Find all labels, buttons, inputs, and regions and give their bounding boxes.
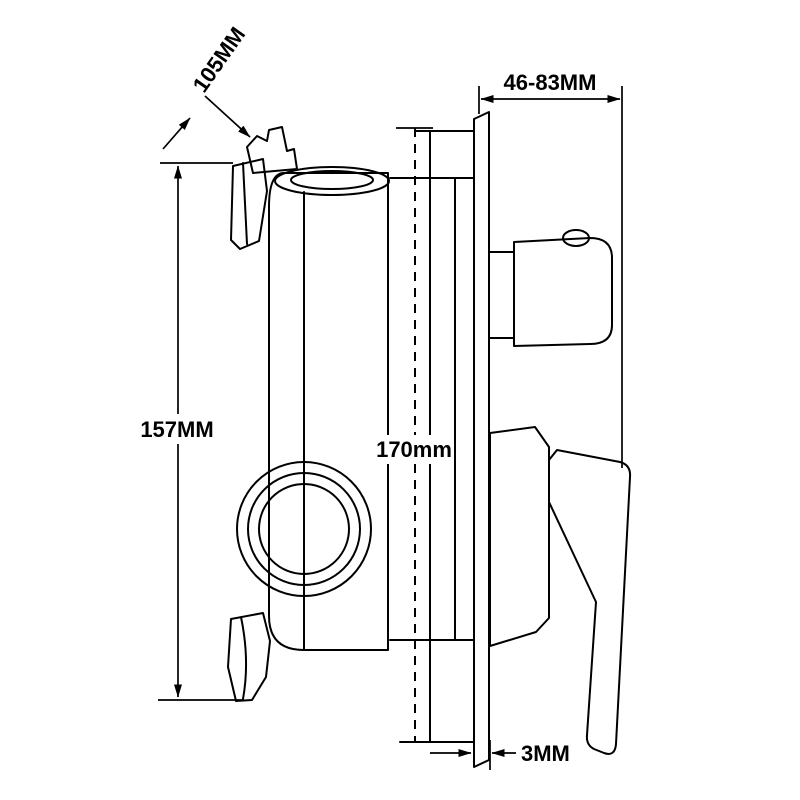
dim-105-leader (204, 95, 251, 138)
mounting-bracket (230, 158, 268, 250)
handle-lever (548, 449, 632, 755)
dim-170-label: 170mm (376, 437, 452, 462)
dim-diagonal-105: 105MM (162, 22, 251, 150)
dim-157-label: 157MM (140, 417, 213, 442)
top-flange-inner-ellipse (290, 170, 374, 190)
dim-105-label: 105MM (188, 22, 251, 96)
handle-base (489, 426, 550, 647)
dimension-annotations: 105MM 46-83MM 157MM 170mm (140, 22, 623, 770)
mounting-foot (227, 612, 271, 702)
dim-157-label-mask (147, 414, 208, 444)
dim-thickness-3: 3MM (430, 740, 570, 770)
inlet-port-middle (247, 472, 361, 586)
top-lever (246, 126, 298, 174)
inlet-port-outer (236, 461, 372, 597)
dim-depth-label: 46-83MM (504, 70, 597, 95)
valve-drawing (227, 111, 632, 768)
knob-connectors (489, 251, 515, 339)
dim-105-arrow-left (162, 117, 191, 150)
dim-170-label-mask (382, 435, 447, 464)
inlet-port-inner (258, 483, 350, 575)
dim-height-157: 157MM (140, 162, 244, 701)
diverter-knob (513, 237, 613, 347)
dim-depth-46-83: 46-83MM (478, 70, 623, 468)
dim-height-170: 170mm (376, 127, 452, 742)
wall-plate (473, 111, 490, 768)
diverter-knob-bump (562, 229, 590, 247)
dim-3-label: 3MM (521, 741, 570, 766)
top-flange-outer-ellipse (274, 166, 390, 196)
